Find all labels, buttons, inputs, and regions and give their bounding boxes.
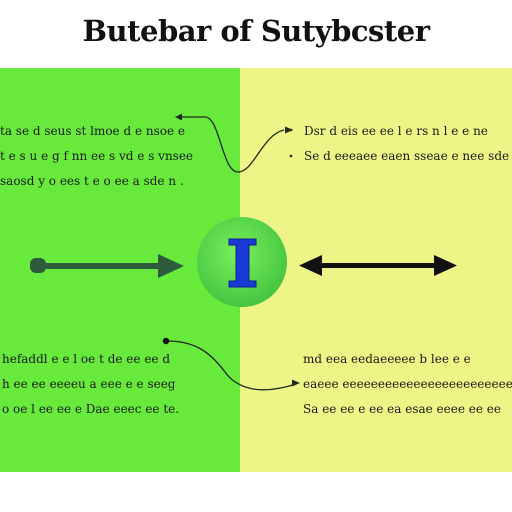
center-node [197,217,287,307]
double-headed-arrow-icon [299,255,457,276]
left-top-text-block: ta se d seus st lmoe d e nsoe e t e s u … [0,119,194,194]
left-top-line-1: ta se d seus st lmoe d e nsoe e [0,124,186,138]
left-top-line-2: t e s u e g f nn ee s vd e s vnsee [0,149,194,163]
right-top-line-2: Se d eeeaee eaen sseae e nee sde [304,149,510,163]
i-beam-icon [228,238,257,288]
right-top-bullet-2 [289,154,293,158]
left-bottom-text-block: hefaddl e e l oe t de ee ee d h ee ee ee… [2,347,194,422]
right-arrow-icon [30,254,184,278]
bottom-connector [162,337,300,391]
right-bottom-line-3: Sa ee ee e ee ea esae eeee ee ee [303,402,501,416]
left-bottom-line-1: hefaddl e e l oe t de ee ee d [2,352,171,366]
diagram-title: Butebar of Sutybcster [82,14,430,48]
right-bottom-text-block: md eea eedaeeeee b lee e e eaeee eeeeeee… [303,347,512,422]
right-top-text-block: Dsr d eis ee ee l e rs n l e e ne Se d e… [304,119,510,169]
right-bottom-line-1: md eea eedaeeeee b lee e e [303,352,471,366]
left-top-line-3: saosd y o ees t e o ee a sde n . [0,174,184,188]
left-bottom-line-2: h ee ee eeeeu a eee e e seeg [2,377,176,391]
right-bottom-line-2: eaeee eeeeeeeeeeeeeeeeeeeeeeee [303,377,512,391]
top-connector [175,113,293,173]
bottom-connector-dot [162,337,170,345]
right-top-bullet-1 [289,128,293,132]
right-top-line-1: Dsr d eis ee ee l e rs n l e e ne [304,124,488,138]
left-bottom-line-3: o oe l ee ee e Dae eeec ee te. [2,402,180,416]
